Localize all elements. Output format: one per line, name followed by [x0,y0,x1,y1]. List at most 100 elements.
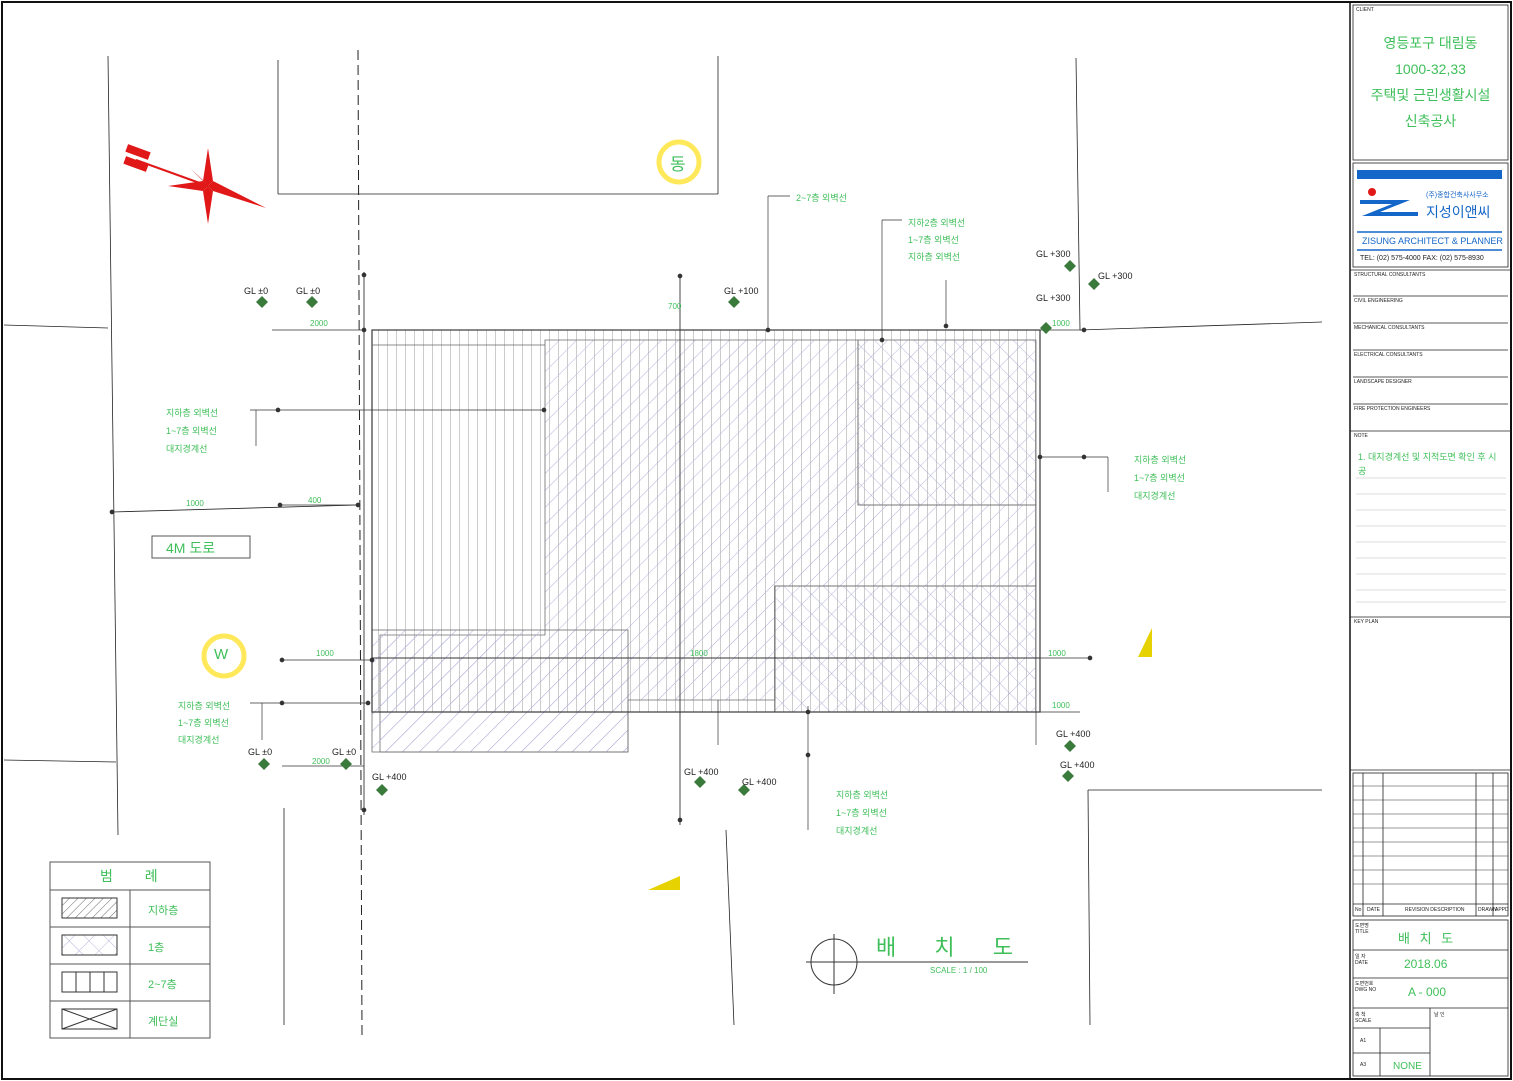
road-label: 4M 도로 [166,540,216,556]
project-line: 1000-32,33 [1395,61,1466,77]
scale-a3: A3 [1360,1062,1367,1068]
gl-label: GL ±0 [332,747,357,757]
road-label-box [151,535,251,559]
gl-label: GL +400 [1060,760,1095,770]
legend-label-floor-1: 1층 [148,942,165,954]
title-block-grid [1350,4,1511,1077]
project-name: 영등포구 대림동 1000-32,33 주택및 근린생활시설 신축공사 [1353,30,1508,134]
title-label: 도면명 TITLE [1355,923,1369,935]
date-value: 2018.06 [1404,957,1448,971]
scale-label: 축 척 SCALE [1355,1012,1372,1024]
section-marker-icon [1138,628,1152,657]
gl-label: GL +400 [372,772,407,782]
callout-line: 1~7층 외벽선 [908,235,959,245]
dimension-value: 2000 [310,319,328,328]
firm-logo-icon [1360,188,1418,216]
gl-label: GL +300 [1036,249,1071,259]
dimension-value: 1000 [1048,649,1066,658]
legend-swatch-floor-1 [61,934,118,956]
legend-title: 범 례 [100,868,172,884]
callout-line: 지하층 외벽선 [178,701,231,711]
dimension-value: 1000 [1052,701,1070,710]
firm-korean-small: (주)종합건축사사무소 [1426,192,1489,199]
dimension-value: 2000 [312,757,330,766]
callout-line: 1~7층 외벽선 [178,718,229,728]
consultant-electrical: ELECTRICAL CONSULTANTS [1354,352,1423,358]
firm-contact: TEL: (02) 575-4000 FAX: (02) 575-8930 [1360,255,1484,262]
gl-label: GL +300 [1036,293,1071,303]
gl-label: GL ±0 [296,286,321,296]
legend-swatch-basement [61,897,118,919]
callout-top-single: 2~7층 외벽선 [796,193,847,203]
gl-label: GL ±0 [244,286,269,296]
project-line: 영등포구 대림동 [1383,35,1478,51]
callout-line: 1~7층 외벽선 [1134,473,1185,483]
callout-line: 대지경계선 [836,826,878,836]
north-arrow-icon [123,144,266,224]
client-label: CLIENT [1356,7,1374,13]
title-circle-icon [806,934,1028,994]
drawing-title: 배 치 도 [876,935,1029,960]
legend-swatch-stair [61,1008,118,1030]
stair-hatch-upper [857,339,1037,506]
legend-swatch-floors-2-7 [61,971,118,993]
dimension-value: 1000 [316,649,334,658]
drawing-scale: SCALE : 1 / 100 [930,966,988,975]
rev-header-description: REVISION DESCRIPTION [1405,907,1465,913]
callout-line: 1~7층 외벽선 [836,808,887,818]
gl-label: GL +300 [1098,271,1133,281]
callout-line: 대지경계선 [166,444,208,454]
note-label: NOTE [1354,433,1368,439]
gl-label: GL +400 [1056,729,1091,739]
dimension-value: 1000 [186,499,204,508]
title-value: 배 치 도 [1398,931,1457,946]
project-line: 주택및 근린생활시설 [1370,87,1491,103]
direction-east-label: 동 [670,155,686,174]
scale-value: NONE [1393,1061,1422,1072]
legend-table [49,861,211,1039]
dimension-value: 1800 [690,649,708,658]
rev-header-drawn: DRAWN [1478,907,1497,913]
dwg-no-label: 도면번호 DWG NO [1355,981,1377,993]
direction-marker-west [201,633,247,679]
note-ruling [1356,477,1506,603]
sign-label: 날 인 [1434,1012,1445,1018]
consultant-mechanical: MECHANICAL CONSULTANTS [1354,325,1425,331]
callout-line: 대지경계선 [178,735,220,745]
dimension-value: 400 [308,496,322,505]
rev-header-appd: APPD [1495,907,1509,913]
project-line: 신축공사 [1404,113,1457,129]
callout-line: 지하층 외벽선 [1134,455,1187,465]
gl-label: GL +400 [742,777,777,787]
gl-label: GL ±0 [248,747,273,757]
firm-english-name: ZISUNG ARCHITECT & PLANNER [1362,236,1503,246]
direction-marker-east [656,139,702,185]
callout-line: 1~7층 외벽선 [166,426,217,436]
gl-label: GL +100 [724,286,759,296]
building-footprint [363,272,1041,825]
legend-label-stair: 계단실 [148,1016,179,1028]
direction-west-label: W [214,646,229,663]
dimension-value: 1000 [1052,319,1070,328]
callout-line: 지하층 외벽선 [166,408,219,418]
section-marker-icon [648,876,680,890]
rev-header-no: No [1355,907,1362,913]
rev-header-date: DATE [1367,907,1380,913]
key-plan-label: KEY PLAN [1354,619,1379,625]
consultant-civil: CIVIL ENGINEERING [1354,298,1403,304]
gl-label: GL +400 [684,767,719,777]
note-text: 1. 대지경계선 및 지적도면 확인 후 시공 [1358,452,1497,476]
firm-korean-name: 지성이앤씨 [1426,204,1491,220]
stair-hatch-lower [774,585,1037,713]
road-center-line [357,49,363,1036]
callout-line: 지하2층 외벽선 [908,218,966,228]
logo-bar [1357,170,1502,179]
callout-left-lower: 지하층 외벽선 1~7층 외벽선 대지경계선 [178,698,230,749]
legend-label-floors-2-7: 2~7층 [148,979,177,991]
date-label: 일 자 DATE [1355,954,1368,966]
building-outline [371,329,1041,713]
callout-bottom-group: 지하층 외벽선 1~7층 외벽선 대지경계선 [836,786,888,840]
dwg-no-value: A - 000 [1408,985,1447,999]
